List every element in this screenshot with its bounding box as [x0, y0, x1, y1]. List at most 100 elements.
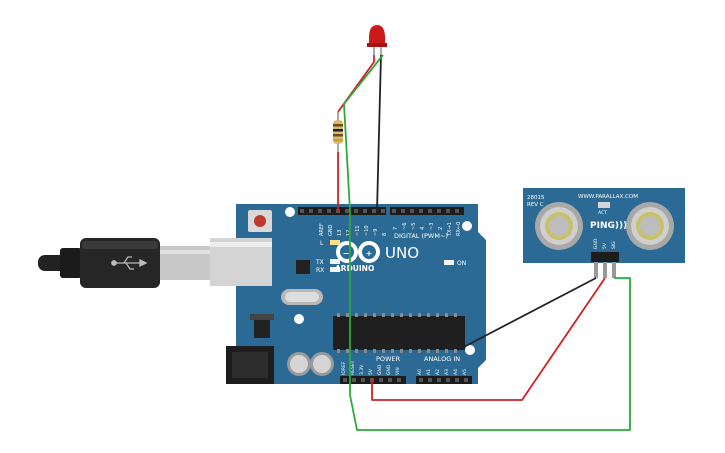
sensor-revision: REV C	[527, 202, 544, 208]
label-rx: RX	[316, 267, 324, 274]
mount-hole	[465, 345, 475, 355]
header-pin-holes	[300, 209, 459, 213]
resistor-band	[333, 129, 343, 132]
pin-label-a2: A2	[435, 369, 441, 375]
sensor-act-led	[598, 202, 610, 208]
sensor-pin-gnd-label: GND	[593, 238, 599, 249]
pin-label-gnd: GND	[328, 224, 334, 236]
pin-label-aref: AREF	[319, 223, 325, 236]
pin-label-ioref: IOREF	[341, 361, 347, 375]
reset-button-cap[interactable]	[254, 215, 266, 227]
pin-label-10: ~10	[364, 225, 370, 236]
usb-icon	[111, 256, 148, 270]
resistor-band	[333, 134, 343, 137]
atmega-chip	[333, 316, 465, 350]
pin-label-5: ~5	[411, 223, 417, 230]
sensor-header[interactable]	[591, 252, 619, 262]
resistor-band	[333, 124, 343, 127]
pin-label-0: RX←0	[456, 222, 462, 236]
pin-label-4: 4	[420, 227, 426, 230]
sensor-act-label: ACT	[598, 210, 607, 216]
pin-label-a1: A1	[426, 369, 432, 375]
logo-minus: −	[343, 249, 350, 258]
wire-5v-red[interactable]	[371, 277, 606, 401]
pin-label-13: 13	[337, 230, 343, 236]
wire-gnd-black[interactable]	[457, 277, 597, 351]
cable-neck	[60, 248, 82, 278]
sensor-part-number: 28015	[527, 195, 545, 201]
sensor-pin-5v-label: 5V	[602, 242, 608, 249]
wire-led-cathode-to-gnd[interactable]	[376, 54, 382, 212]
wires	[337, 54, 631, 431]
pin-label-7: 7	[393, 227, 399, 230]
label-l: L	[320, 240, 324, 247]
resistor-band	[333, 139, 343, 142]
usb-interface-chip	[296, 260, 310, 274]
red-led[interactable]	[367, 25, 387, 55]
led-tx	[330, 259, 340, 264]
crystal-top	[285, 292, 319, 302]
capacitor-top	[313, 355, 331, 373]
arduino-uno-board[interactable]: L TX RX ON − + ARDUINO UNO AREF GND	[210, 204, 486, 384]
arduino-logo-icon	[336, 241, 380, 263]
sensor-url: WWW.PARALLAX.COM	[578, 194, 638, 200]
pin-label-vin: VIN	[395, 367, 401, 375]
sensor-pin-sig-label: SIG	[611, 241, 617, 249]
pin-label-3: ~3	[429, 223, 435, 230]
usb-cable[interactable]	[38, 238, 216, 288]
pin-label-a3: A3	[444, 369, 450, 375]
analog-header[interactable]	[416, 376, 472, 384]
mount-hole	[462, 221, 472, 231]
model-text: UNO	[385, 244, 419, 262]
capacitor-top	[290, 355, 308, 373]
voltage-regulator-tab	[250, 314, 274, 320]
analog-in-label: ANALOG IN	[424, 355, 460, 363]
resistor[interactable]	[333, 112, 343, 152]
led-on	[444, 260, 454, 265]
pin-label-gnd2: GND	[386, 364, 392, 375]
digital-pwm-label: DIGITAL (PWM~)	[394, 232, 448, 240]
pin-label-1: TX→1	[447, 222, 453, 237]
pin-label-8: 8	[382, 233, 388, 236]
pin-label-3v3: 3.3V	[359, 364, 365, 375]
pin-label-reset: RESET	[350, 360, 356, 375]
pin-label-2: 2	[438, 227, 444, 230]
usb-connector-shine	[160, 250, 216, 254]
transducer-left	[535, 202, 583, 250]
led-leg-cathode	[380, 47, 382, 55]
led-rim	[367, 43, 387, 47]
label-on: ON	[457, 260, 466, 267]
wire-signal-green[interactable]	[343, 54, 631, 431]
sensor-pins	[594, 262, 616, 278]
led-l	[330, 240, 340, 245]
led-leg-anode	[373, 47, 375, 55]
dc-jack-face	[232, 352, 268, 378]
logo-plus: +	[366, 249, 373, 258]
pin-label-12: 12	[346, 230, 352, 236]
led-dome	[369, 25, 385, 44]
pin-label-a5: A5	[462, 369, 468, 375]
pin-label-a0: A0	[417, 369, 423, 375]
label-tx: TX	[315, 259, 324, 266]
mount-hole	[285, 207, 295, 217]
usb-jack-shine	[210, 242, 272, 247]
usb-plug-highlight	[82, 241, 158, 249]
voltage-regulator	[254, 318, 270, 338]
transducer-right	[626, 202, 674, 250]
pin-label-6: ~6	[402, 223, 408, 230]
ping-ultrasonic-sensor[interactable]: 28015 REV C WWW.PARALLAX.COM ACT PING)))…	[523, 188, 685, 278]
pin-label-11: ~11	[355, 225, 361, 236]
pin-label-9: ~9	[373, 229, 379, 236]
digital-header-high[interactable]	[298, 207, 386, 215]
power-label: POWER	[376, 355, 401, 363]
led-rx	[330, 267, 340, 272]
pin-label-5v: 5V	[368, 368, 374, 375]
sensor-name: PING)))	[590, 221, 627, 231]
brand-text: ARDUINO	[335, 264, 374, 273]
pin-label-gnd1: GND	[377, 364, 383, 375]
digital-header-low[interactable]	[390, 207, 464, 215]
pin-label-a4: A4	[453, 369, 459, 375]
chip-pins	[337, 313, 457, 353]
